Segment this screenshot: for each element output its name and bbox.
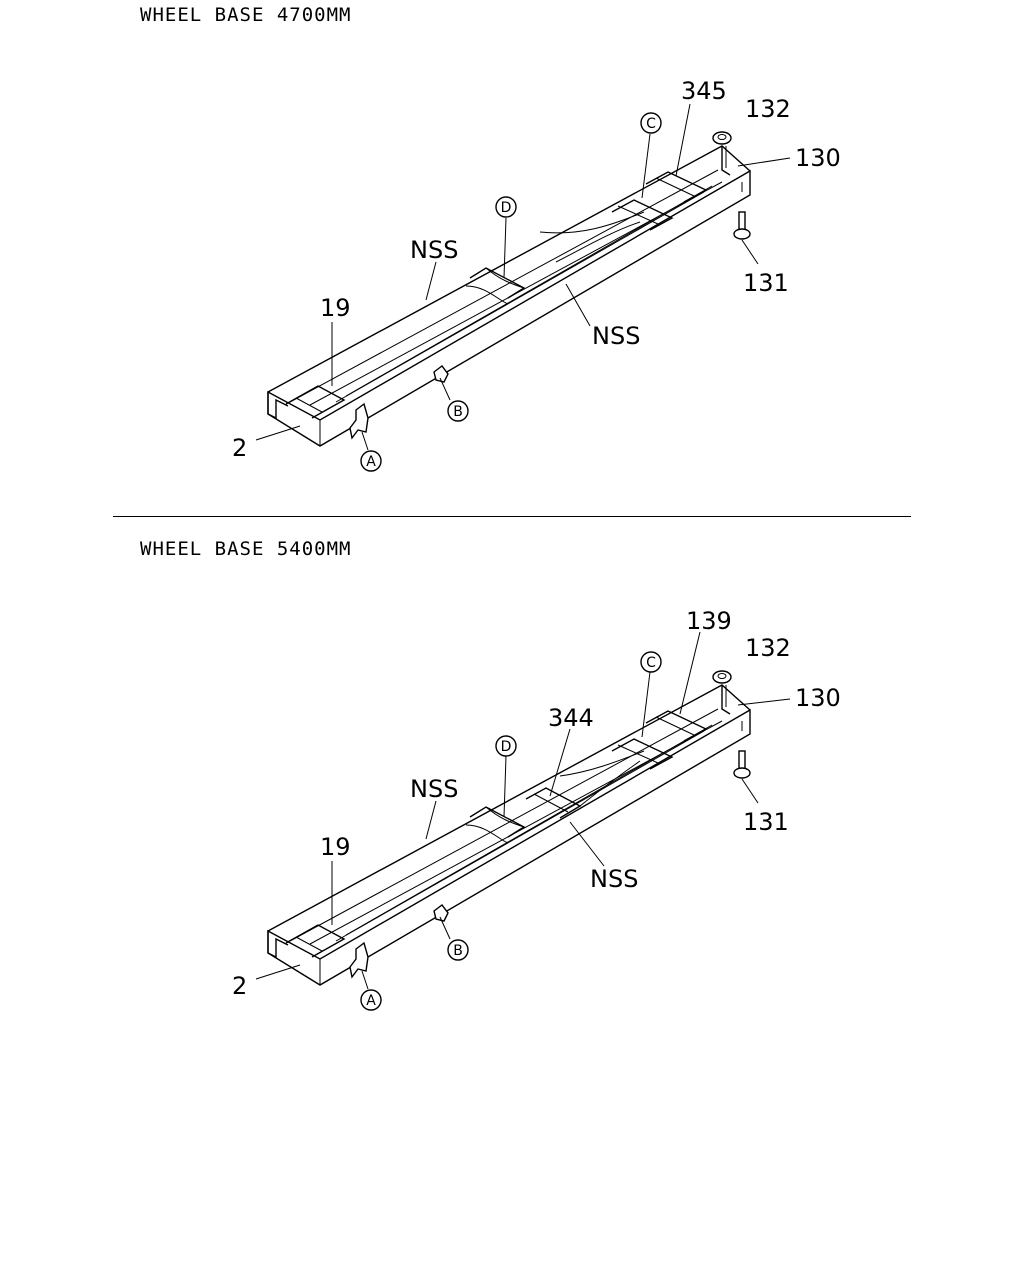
- chassis-frame-drawing: [255, 103, 791, 451]
- callout-a: A: [360, 989, 382, 1011]
- callout-a: A: [360, 450, 382, 472]
- callout-c: C: [640, 112, 662, 134]
- frame-diagram-5400: 139 132 130 344 131 NSS NSS 19 2 C D B A: [232, 607, 841, 1011]
- nss-label-upper: NSS: [410, 236, 458, 264]
- nss-label-lower: NSS: [590, 865, 638, 893]
- part-132-label: 132: [745, 95, 791, 123]
- callout-b: B: [447, 400, 469, 422]
- section-divider: [113, 516, 911, 517]
- part-2-label: 2: [232, 434, 247, 462]
- svg-text:D: D: [501, 200, 512, 216]
- svg-text:A: A: [366, 454, 376, 470]
- part-344-label: 344: [548, 704, 594, 732]
- svg-text:D: D: [501, 739, 512, 755]
- part-132-label: 132: [745, 634, 791, 662]
- svg-text:C: C: [646, 116, 656, 132]
- wheel-base-4700-heading: WHEEL BASE 4700MM: [140, 4, 352, 26]
- wheel-base-5400-heading: WHEEL BASE 5400MM: [140, 538, 352, 560]
- chassis-frame-drawing: [255, 631, 791, 990]
- part-19-label: 19: [320, 833, 351, 861]
- nss-label-upper: NSS: [410, 775, 458, 803]
- svg-text:B: B: [453, 943, 463, 959]
- part-130-label: 130: [795, 144, 841, 172]
- part-345-label: 345: [681, 77, 727, 105]
- svg-text:B: B: [453, 404, 463, 420]
- part-19-label: 19: [320, 294, 351, 322]
- part-131-label: 131: [743, 808, 789, 836]
- svg-text:A: A: [366, 993, 376, 1009]
- callout-b: B: [447, 939, 469, 961]
- part-2-label: 2: [232, 972, 247, 1000]
- part-139-label: 139: [686, 607, 732, 635]
- callout-c: C: [640, 651, 662, 673]
- part-131-label: 131: [743, 269, 789, 297]
- part-130-label: 130: [795, 684, 841, 712]
- nss-label-lower: NSS: [592, 322, 640, 350]
- svg-text:C: C: [646, 655, 656, 671]
- callout-d: D: [495, 735, 517, 757]
- frame-diagram-4700: 345 132 130 131 NSS NSS 19 2 C D B A: [232, 77, 841, 472]
- callout-d: D: [495, 196, 517, 218]
